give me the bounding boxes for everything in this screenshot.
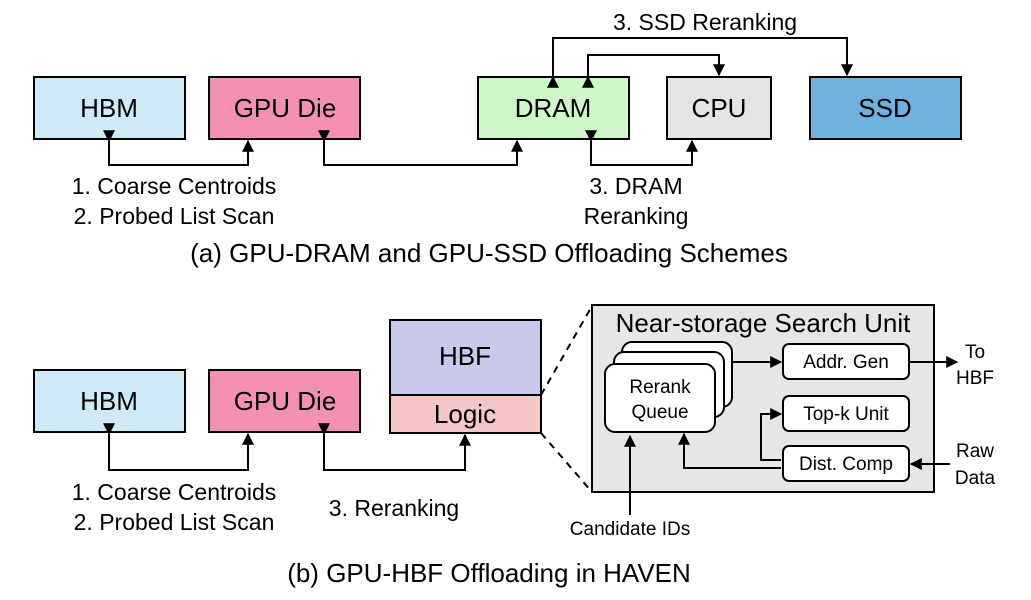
- hbm-gpu-arrow-b: [103, 423, 254, 471]
- cpu-box: CPU: [666, 76, 772, 140]
- dram-cpu-bottom-arrow: [585, 130, 698, 166]
- ssd-label: SSD: [858, 93, 911, 123]
- hbm-gpu-arrow-a: [103, 130, 254, 166]
- raw-data-label-1: Raw: [956, 441, 994, 462]
- dram-reranking-label-1: 3. DRAM: [589, 173, 682, 199]
- step2-label-a: 2. Probed List Scan: [74, 203, 275, 229]
- hbm-label-b: HBM: [80, 386, 138, 416]
- part-a: HBM GPU Die DRAM CPU SSD 3. SSD Rerankin…: [33, 9, 962, 268]
- ssd-box: SSD: [809, 76, 962, 140]
- dist-comp-box: [782, 445, 910, 482]
- hbm-label-a: HBM: [80, 93, 138, 123]
- zoom-line-bottom: [540, 432, 593, 493]
- dram-label: DRAM: [515, 93, 592, 123]
- topk-unit-box: [782, 395, 910, 432]
- search-unit-title: Near-storage Search Unit: [616, 308, 912, 338]
- step2-label-b: 2. Probed List Scan: [74, 509, 275, 535]
- gpu-die-box-b: GPU Die: [208, 369, 361, 433]
- topk-unit-label: Top-k Unit: [803, 404, 889, 425]
- dram-box: DRAM: [477, 76, 630, 140]
- hbm-box-a: HBM: [33, 76, 186, 140]
- step1-label-b: 1. Coarse Centroids: [72, 479, 277, 505]
- cpu-label: CPU: [692, 93, 747, 123]
- gpu-die-rect-a: [208, 76, 361, 140]
- gpu-die-rect-b: [208, 369, 361, 433]
- to-hbf-label-2: HBF: [956, 368, 994, 389]
- hbm-rect-b: [33, 369, 186, 433]
- hbf-label: HBF: [439, 341, 491, 371]
- gpu-die-box-a: GPU Die: [208, 76, 361, 140]
- gpu-dram-arrow: [318, 130, 523, 166]
- hbm-rect-a: [33, 76, 186, 140]
- reranking-label-b: 3. Reranking: [329, 495, 459, 521]
- rerank-label-2: Queue: [631, 402, 688, 423]
- part-b: HBM GPU Die HBF Logic 1. Coarse Centroid…: [33, 304, 996, 588]
- near-storage-search-unit: Near-storage Search Unit Rerank Queue Ad…: [591, 304, 935, 493]
- caption-a: (a) GPU-DRAM and GPU-SSD Offloading Sche…: [190, 238, 788, 268]
- logic-label: Logic: [434, 399, 496, 429]
- candidate-ids-label: Candidate IDs: [570, 519, 690, 540]
- rerank-label-1: Rerank: [629, 377, 691, 398]
- gpu-logic-arrow: [318, 423, 471, 471]
- dist-to-topk-arrow: [760, 408, 783, 461]
- dram-reranking-label-2: Reranking: [584, 203, 689, 229]
- to-hbf-label-1: To: [965, 342, 985, 363]
- hbm-box-b: HBM: [33, 369, 186, 433]
- hbf-rect: [389, 319, 542, 396]
- dist-comp-label: Dist. Comp: [799, 454, 893, 475]
- gpu-die-label-a: GPU Die: [234, 93, 337, 123]
- ssd-reranking-label: 3. SSD Reranking: [613, 9, 797, 35]
- gpu-die-label-b: GPU Die: [234, 386, 337, 416]
- hbf-box: HBF Logic: [389, 319, 542, 434]
- dram-cpu-top-arrow: [582, 54, 725, 88]
- ssd-dram-arrow: [547, 37, 853, 88]
- raw-data-label-2: Data: [955, 468, 996, 489]
- step1-label-a: 1. Coarse Centroids: [72, 173, 277, 199]
- zoom-line-top: [540, 305, 593, 396]
- addr-gen-label: Addr. Gen: [803, 352, 889, 373]
- dist-to-queue-arrow: [678, 432, 781, 469]
- caption-b: (b) GPU-HBF Offloading in HAVEN: [287, 558, 691, 588]
- rerank-queue-box: [604, 363, 716, 433]
